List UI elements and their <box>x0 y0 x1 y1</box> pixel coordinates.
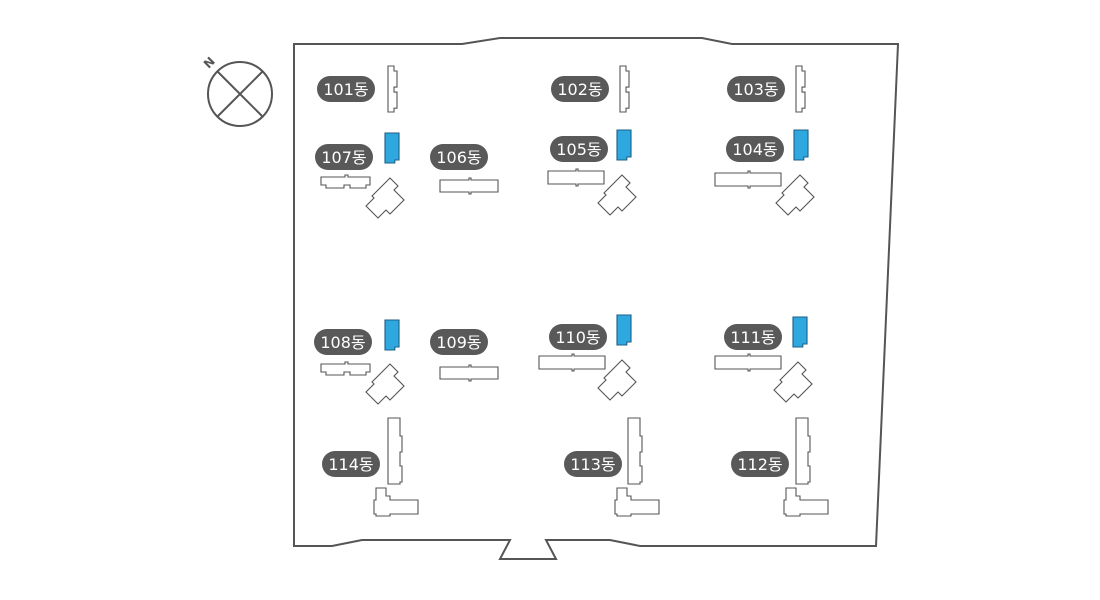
building-105-wing <box>597 174 637 216</box>
building-109-footprint <box>439 364 499 382</box>
building-112-lblock <box>783 487 829 517</box>
building-label-104-text: 104동 <box>732 140 777 159</box>
building-label-111-bg <box>724 324 782 350</box>
building-label-103[interactable]: 103동 <box>727 76 785 102</box>
building-label-106[interactable]: 106동 <box>430 144 488 170</box>
building-107-wing <box>365 177 405 219</box>
building-label-112[interactable]: 112동 <box>731 451 789 477</box>
building-label-104-bg <box>726 136 784 162</box>
building-108-row <box>320 361 371 376</box>
building-label-113-bg <box>564 451 622 477</box>
building-110-wing <box>597 359 637 401</box>
building-label-109-text: 109동 <box>436 333 481 352</box>
building-label-105-bg <box>550 136 608 162</box>
building-label-106-text: 106동 <box>436 148 481 167</box>
building-label-103-bg <box>727 76 785 102</box>
building-105-highlight <box>616 129 632 161</box>
building-104-highlight <box>793 129 809 161</box>
building-label-102[interactable]: 102동 <box>551 76 609 102</box>
building-label-111-text: 111동 <box>730 328 775 347</box>
building-label-106-bg <box>430 144 488 170</box>
building-label-108[interactable]: 108동 <box>314 329 372 355</box>
building-102-footprint <box>619 65 630 113</box>
building-label-107-bg <box>315 144 373 170</box>
building-footprints <box>320 65 829 517</box>
building-108-highlight <box>384 319 400 351</box>
building-label-114[interactable]: 114동 <box>322 451 380 477</box>
building-105-slab <box>547 168 605 187</box>
site-boundary <box>293 37 900 560</box>
building-label-109[interactable]: 109동 <box>430 329 488 355</box>
building-label-107-text: 107동 <box>321 148 366 167</box>
building-113-tower <box>627 417 643 485</box>
building-label-101-bg <box>317 76 375 102</box>
building-label-110[interactable]: 110동 <box>549 324 607 350</box>
building-label-110-bg <box>549 324 607 350</box>
building-108-wing <box>365 363 405 405</box>
building-101-footprint <box>387 65 398 113</box>
building-label-103-text: 103동 <box>733 80 778 99</box>
building-label-111[interactable]: 111동 <box>724 324 782 350</box>
building-111-slab <box>714 353 782 372</box>
building-label-114-text: 114동 <box>328 455 373 474</box>
building-114-lblock <box>373 487 419 517</box>
building-label-110-text: 110동 <box>555 328 600 347</box>
building-label-102-text: 102동 <box>557 80 602 99</box>
building-103-footprint <box>795 65 806 113</box>
building-label-102-bg <box>551 76 609 102</box>
building-110-slab <box>538 353 606 372</box>
building-111-wing <box>773 361 813 403</box>
building-label-107[interactable]: 107동 <box>315 144 373 170</box>
building-label-108-bg <box>314 329 372 355</box>
building-label-109-bg <box>430 329 488 355</box>
building-labels: 101동 102동 103동 104동 105동 106동 107동 108동 109동 110동… <box>314 76 789 477</box>
building-106-footprint <box>439 177 499 195</box>
building-104-wing <box>775 174 815 216</box>
compass-icon: N <box>201 54 273 127</box>
building-label-112-text: 112동 <box>737 455 782 474</box>
building-110-highlight <box>616 314 632 346</box>
building-111-highlight <box>792 316 808 348</box>
building-label-113-text: 113동 <box>570 455 615 474</box>
building-107-highlight <box>384 132 400 164</box>
building-113-lblock <box>614 487 660 517</box>
building-label-101-text: 101동 <box>323 80 368 99</box>
building-label-101[interactable]: 101동 <box>317 76 375 102</box>
building-label-113[interactable]: 113동 <box>564 451 622 477</box>
building-107-row <box>320 174 371 189</box>
compass-north-label: N <box>201 54 218 71</box>
building-label-108-text: 108동 <box>320 333 365 352</box>
building-104-slab <box>714 170 782 189</box>
building-112-tower <box>795 417 811 485</box>
building-label-104[interactable]: 104동 <box>726 136 784 162</box>
building-label-105-text: 105동 <box>556 140 601 159</box>
building-label-112-bg <box>731 451 789 477</box>
building-label-105[interactable]: 105동 <box>550 136 608 162</box>
building-114-tower <box>387 417 403 485</box>
building-label-114-bg <box>322 451 380 477</box>
